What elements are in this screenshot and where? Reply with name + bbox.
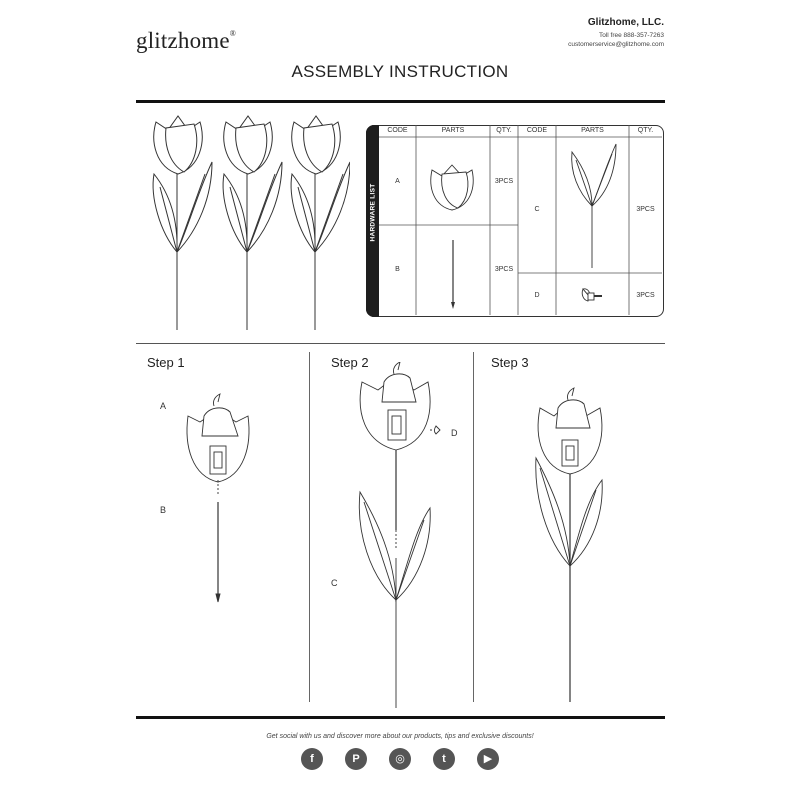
- page-title: ASSEMBLY INSTRUCTION: [291, 62, 509, 81]
- facebook-icon[interactable]: f: [301, 748, 323, 770]
- col-header-parts-2: PARTS: [581, 127, 604, 134]
- col-header-parts-1: PARTS: [441, 127, 465, 134]
- stake-rod-icon: [451, 240, 455, 309]
- company-name: Glitzhome, LLC.: [587, 17, 664, 28]
- step-3-diagram: [535, 387, 603, 702]
- part-code-b: B: [395, 266, 400, 273]
- part-qty-c: 3PCS: [636, 206, 655, 213]
- footer-social-text: Get social with us and discover more abo…: [266, 733, 534, 740]
- step-1-diagram: [186, 393, 250, 603]
- instagram-icon[interactable]: ◎: [389, 748, 411, 770]
- brand-logo: glitzhome®: [136, 28, 236, 54]
- support-email: customerservice@glitzhome.com: [568, 41, 664, 48]
- step-2-part-c-label: C: [331, 578, 338, 588]
- part-code-d: D: [534, 292, 540, 299]
- step-1-part-a-label: A: [160, 401, 167, 411]
- logo-text: glitzhome: [136, 28, 230, 53]
- toll-free-number: Toll free 888-357-7263: [598, 32, 664, 39]
- step-3-label: Step 3: [491, 355, 529, 370]
- part-qty-d: 3PCS: [636, 292, 655, 299]
- part-qty-b: 3PCS: [494, 266, 514, 273]
- step-2-part-d-label: D: [451, 428, 458, 438]
- header-divider: [136, 100, 665, 103]
- registered-mark: ®: [229, 29, 237, 38]
- pinterest-icon[interactable]: P: [345, 748, 367, 770]
- assembled-tulips-illustration: [152, 115, 350, 330]
- col-header-qty-2: QTY.: [637, 127, 654, 134]
- col-header-qty-1: QTY.: [496, 127, 512, 134]
- wing-nut-icon: [581, 288, 602, 302]
- footer-divider: [136, 716, 665, 719]
- hardware-table-grid: [379, 125, 662, 315]
- hardware-list-side-label: HARDWARE LIST: [366, 125, 379, 317]
- part-code-c: C: [534, 206, 540, 213]
- tulip-3: [290, 115, 350, 330]
- step-divider-1: [309, 352, 310, 702]
- part-code-a: A: [395, 178, 400, 185]
- step-1-part-b-label: B: [160, 505, 167, 515]
- leaf-stem-icon: [571, 143, 617, 268]
- tulip-1: [152, 115, 213, 330]
- section-divider: [136, 343, 665, 344]
- col-header-code-1: CODE: [387, 127, 408, 134]
- step-2-diagram: [358, 362, 441, 708]
- tulip-head-icon: [430, 164, 474, 211]
- twitter-icon[interactable]: t: [433, 748, 455, 770]
- step-2-label: Step 2: [331, 355, 369, 370]
- part-qty-a: 3PCS: [494, 178, 514, 185]
- step-divider-2: [473, 352, 474, 702]
- step-1-label: Step 1: [147, 355, 185, 370]
- col-header-code-2: CODE: [526, 127, 548, 134]
- company-info: Glitzhome, LLC. Toll free 888-357-7263 c…: [424, 17, 664, 49]
- youtube-icon[interactable]: ▶: [477, 748, 499, 770]
- tulip-2: [222, 115, 283, 330]
